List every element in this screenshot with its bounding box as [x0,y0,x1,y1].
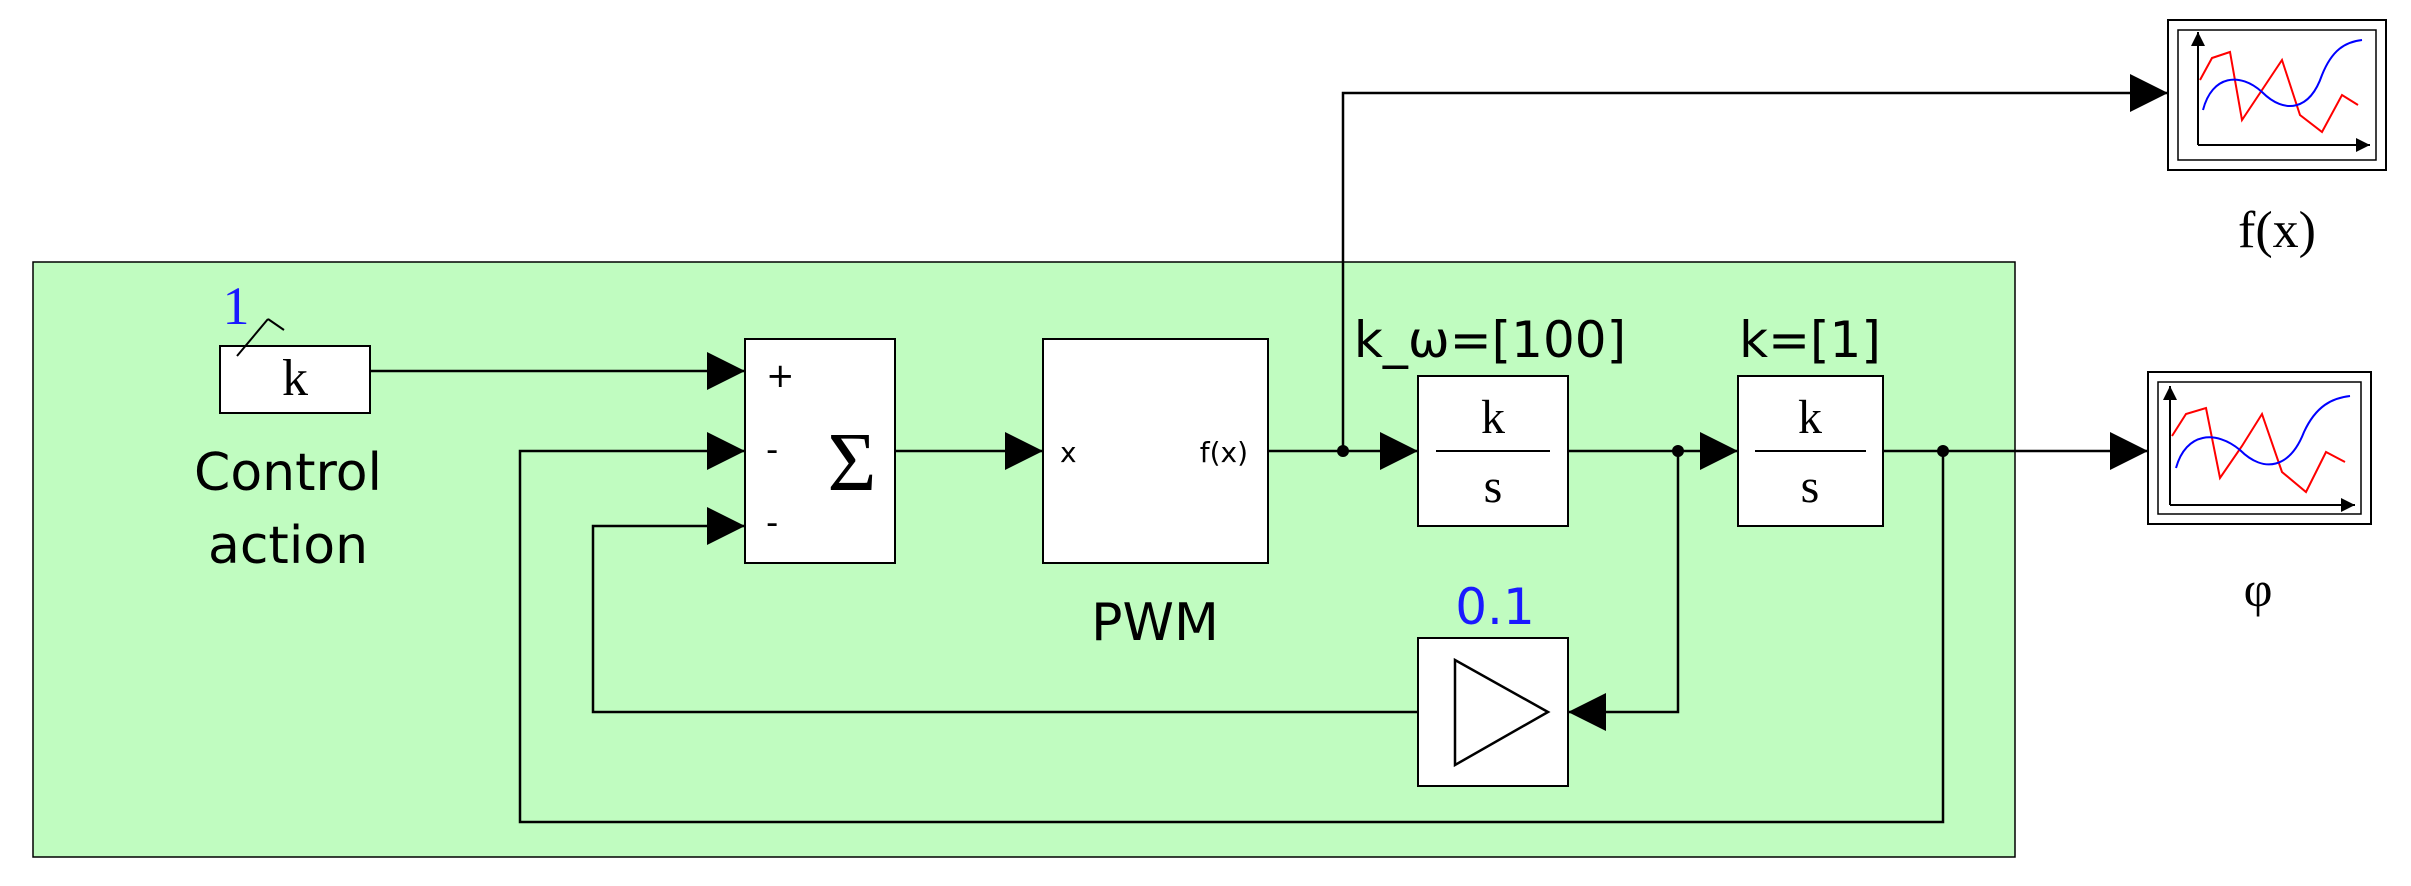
sum-symbol: Σ [828,416,877,509]
wire-to-gain[interactable] [1568,451,1680,731]
pwm-label: PWM [1091,593,1219,653]
integrator-1-param: k_ω=[100] [1354,311,1626,369]
scope-phi-icon [2163,386,2355,512]
gain-value: 0.1 [1455,578,1535,636]
pwm-box [1042,338,1269,564]
integrator-2-numerator: k [1798,391,1822,444]
sum-sign-2: - [766,430,778,470]
gain-triangle-icon [1453,657,1551,768]
scope-fx-label: f(x) [2238,202,2316,259]
constant-box [219,345,371,414]
pwm-block[interactable]: x f(x) [1042,338,1269,564]
scope-fx-icon [2191,32,2370,152]
scope-fx-screen [2177,29,2377,161]
constant-value: 1 [223,276,250,336]
sum-sign-1: + [766,356,795,396]
wire-feedback-to-sum[interactable] [518,432,1945,824]
pwm-input-port: x [1060,436,1077,469]
wire-pwm-to-scope-fx[interactable] [1341,74,2168,451]
sum-box [744,338,896,564]
scope-fx-block[interactable] [2167,19,2387,171]
constant-block[interactable]: k 1 [219,276,371,414]
constant-label-line2: action [208,516,368,576]
integrator-2-denominator: s [1801,460,1820,513]
integrator-1-numerator: k [1481,391,1505,444]
integrator-2-param: k=[1] [1739,311,1881,369]
scope-phi-block[interactable] [2147,371,2372,525]
constant-parameter-tick-end [267,318,285,331]
integrator-1-block[interactable]: k s [1417,375,1569,527]
integrator-1-denominator: s [1484,460,1503,513]
constant-symbol: k [282,350,308,407]
wire-gain-to-sum[interactable] [591,507,1418,714]
junction-pwm-output [1337,445,1349,457]
constant-parameter-tick [236,318,269,357]
constant-label-line1: Control [194,443,382,503]
scope-phi-label: φ [2244,561,2273,617]
pwm-output-port: f(x) [1200,436,1248,469]
sum-sign-3: - [766,503,778,543]
integrator-2-block[interactable]: k s [1737,375,1884,527]
sum-block[interactable]: Σ + - - [744,338,896,564]
gain-block[interactable] [1417,637,1569,787]
